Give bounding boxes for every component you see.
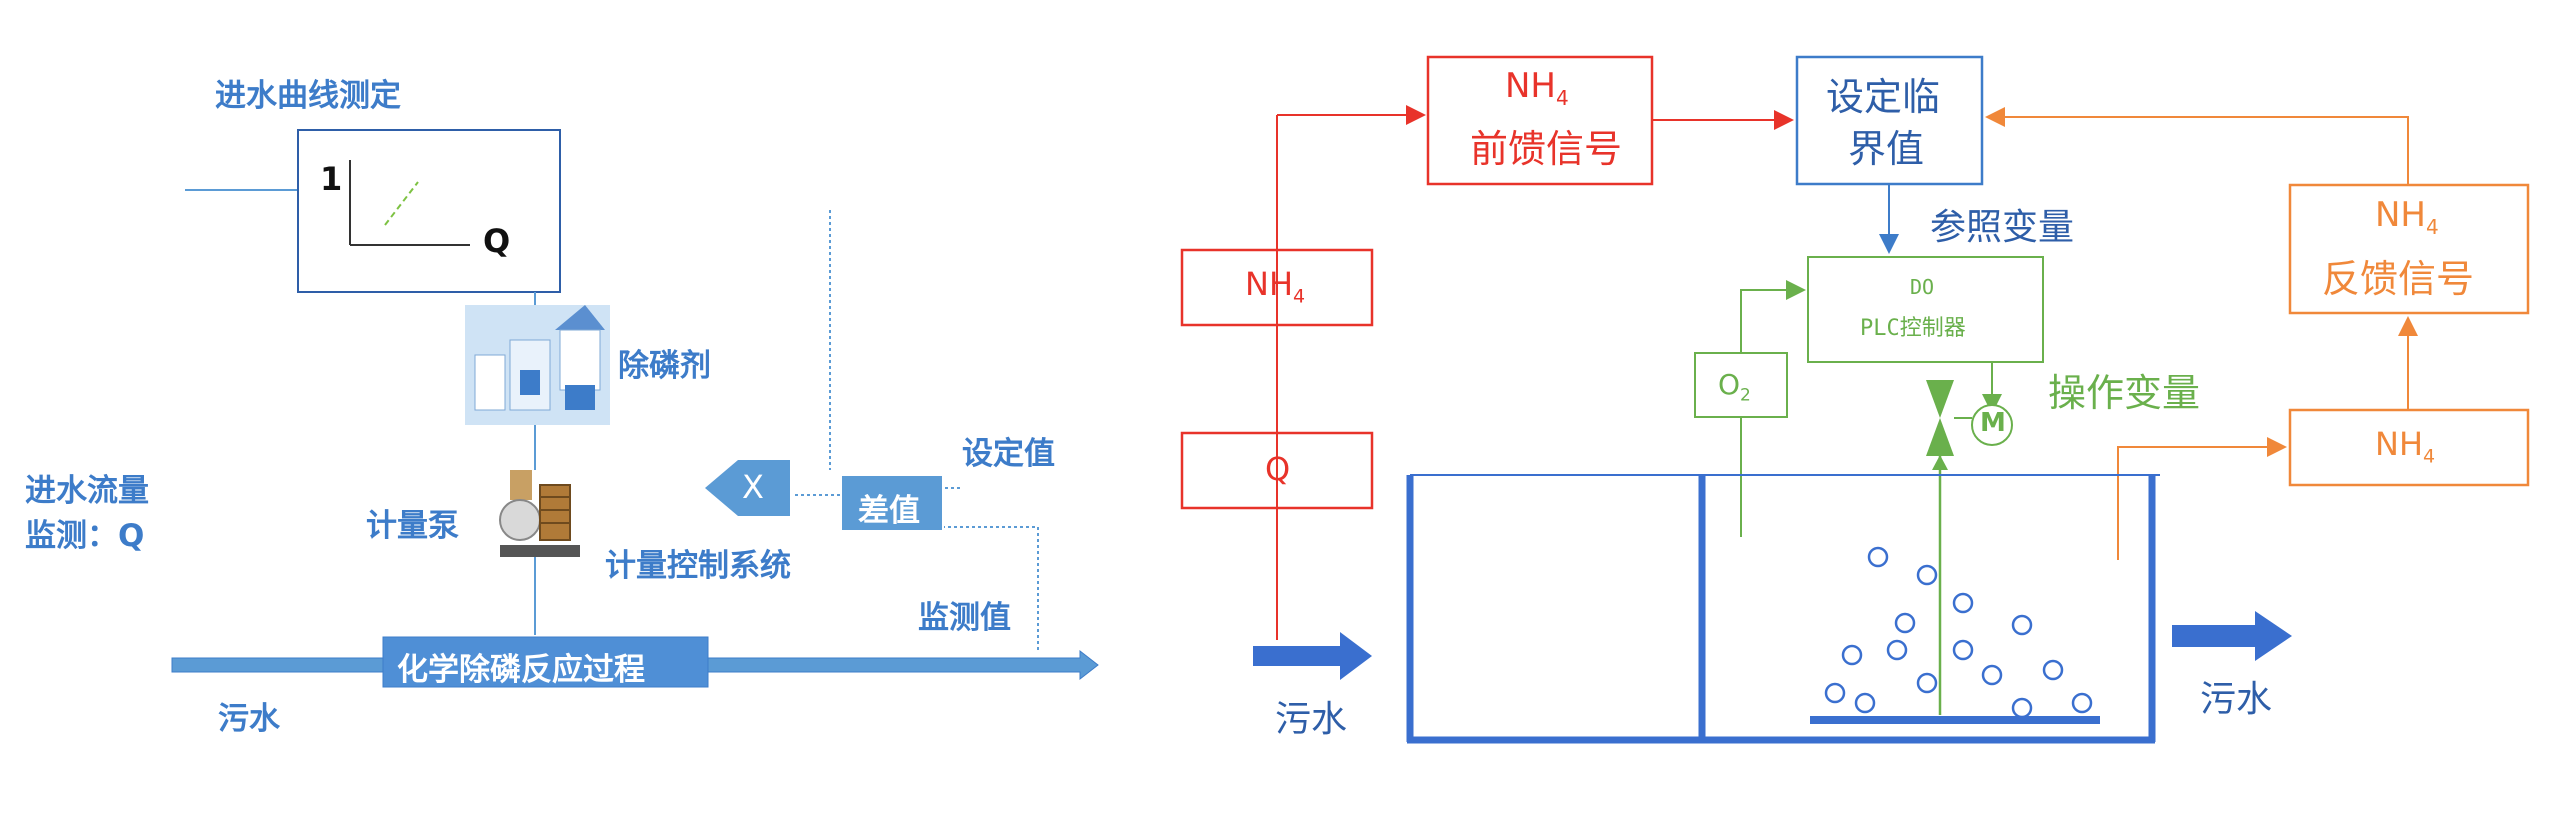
- phosphorus-agent-image: [465, 305, 610, 425]
- feedback-to-setpoint-arrow: [1985, 107, 2409, 185]
- valve-bottom: [1926, 418, 1954, 456]
- nh4-feedforward-label: NH4: [1505, 66, 1569, 110]
- influent-flow-label-2: 监测：Q: [25, 518, 145, 554]
- multiply-pentagon: [705, 460, 790, 516]
- curve-dash-line: [384, 181, 419, 226]
- nh4-right-box: [2288, 408, 2530, 487]
- monitored-value-label: 监测值: [918, 600, 1011, 636]
- influent-flow-label-1: 进水流量: [25, 473, 149, 509]
- difference-box: [842, 476, 942, 530]
- setpoint-critical-box: [1795, 55, 1984, 186]
- tank: [1406, 474, 2160, 744]
- difference-label: 差值: [858, 493, 920, 529]
- nh4-feedforward-box: [1426, 55, 1654, 186]
- o2-to-controller-arrow: [1740, 280, 1806, 353]
- air-bubbles: [1824, 546, 2093, 719]
- valve-top: [1926, 380, 1954, 418]
- controller-label-2: PLC控制器: [1860, 316, 1966, 341]
- sewage-out-arrow: [2172, 611, 2292, 661]
- monitored-dotted-loop: [944, 526, 1039, 650]
- nh4-feedback-label-2: 反馈信号: [2322, 257, 2475, 301]
- nh4-left-label: NH4: [1245, 265, 1306, 308]
- nh4-feedback-label: NH4: [2375, 195, 2439, 239]
- setpoint-label: 设定值: [962, 436, 1055, 472]
- curve-axis-x-label: Q: [483, 222, 511, 260]
- phosphorus-agent-label: 除磷剂: [618, 348, 711, 384]
- nh4-feedforward-label-2: 前馈信号: [1470, 127, 1623, 171]
- manipulated-variable-label: 操作变量: [2048, 371, 2201, 415]
- controller-label-1: DO: [1910, 275, 1935, 299]
- plc-controller-box: [1807, 256, 2044, 363]
- control-system-label: 计量控制系统: [605, 548, 791, 584]
- multiply-symbol: X: [742, 468, 764, 506]
- setpoint-critical-label-2: 界值: [1848, 127, 1925, 171]
- metering-pump-label: 计量泵: [366, 508, 459, 544]
- metering-pump-image: [499, 470, 580, 557]
- air-pipe-arrowhead: [1932, 455, 1948, 470]
- o2-label: O2: [1718, 368, 1751, 406]
- sewage-out-label: 污水: [2200, 679, 2273, 720]
- process-label: 化学除磷反应过程: [397, 652, 645, 688]
- sewage-left-label: 污水: [218, 701, 280, 737]
- reference-variable-label: 参照变量: [1930, 207, 2075, 248]
- tank-to-nh4right-arrow: [2117, 437, 2287, 560]
- q-box-label: Q: [1265, 450, 1291, 488]
- nh4-feedback-box: [2288, 183, 2530, 315]
- sewage-in-label: 污水: [1275, 699, 1348, 740]
- curve-axis-y-label: 1: [320, 160, 343, 198]
- nh4-right-label: NH4: [2375, 425, 2436, 468]
- process-box: [382, 636, 709, 688]
- influent-curve-label: 进水曲线测定: [215, 78, 401, 114]
- setpoint-critical-label-1: 设定临: [1826, 75, 1941, 119]
- influent-curve-box: [297, 129, 561, 293]
- valve-motor-circle: [1971, 404, 2013, 446]
- sewage-in-arrow: [1253, 632, 1372, 680]
- valve-motor-label: M: [1980, 408, 2006, 438]
